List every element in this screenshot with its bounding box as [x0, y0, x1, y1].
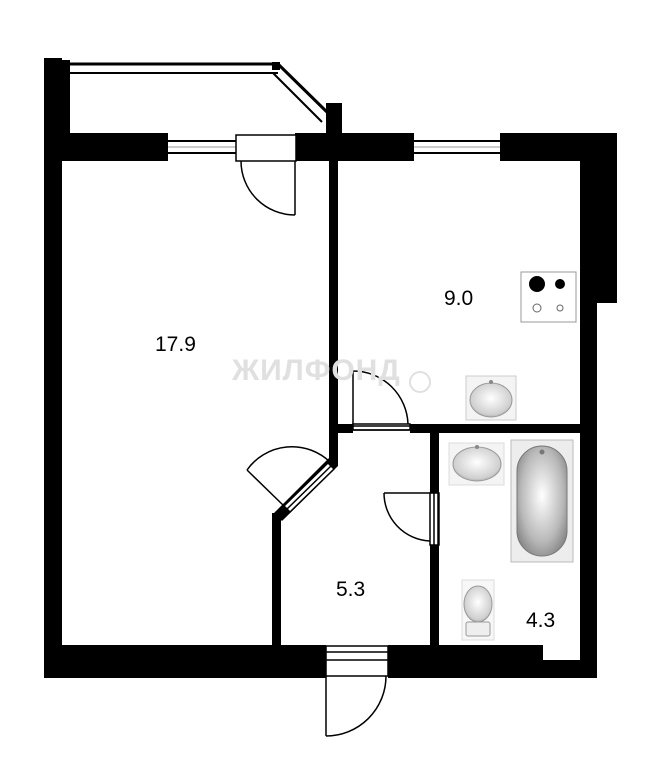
door-swing-icon	[325, 645, 389, 737]
room-area-hallway: 5.3	[336, 578, 365, 601]
room-area-living-room: 17.9	[155, 333, 196, 356]
watermark-logo-icon	[409, 371, 431, 393]
room-area-bathroom: 4.3	[526, 609, 555, 632]
stove-icon	[520, 271, 577, 323]
interior-walls	[272, 161, 580, 648]
door-swing-icon	[352, 370, 411, 431]
bathtub-icon	[510, 439, 574, 563]
room-area-kitchen: 9.0	[444, 287, 473, 310]
sink-icon	[465, 375, 517, 421]
toilet-icon	[461, 579, 495, 641]
sink-icon	[448, 442, 505, 486]
exterior-walls	[44, 58, 617, 678]
door-swing-icon	[246, 445, 336, 514]
balcony	[62, 60, 332, 135]
window-icon	[414, 135, 500, 159]
window-icon	[168, 134, 297, 162]
door-swing-icon	[240, 160, 296, 216]
watermark-text: ЖИЛФОНД	[231, 354, 401, 387]
door-swing-icon	[383, 492, 440, 546]
